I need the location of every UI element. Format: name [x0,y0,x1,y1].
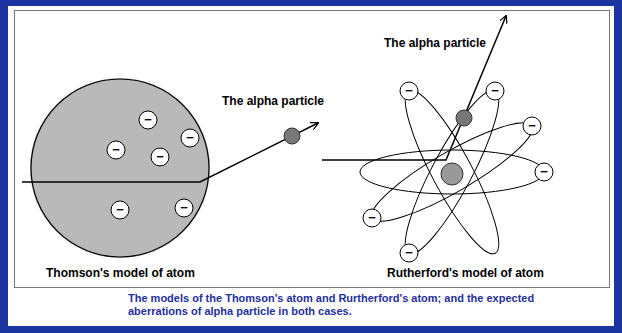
alpha-particle [284,128,300,144]
orbits [360,81,544,262]
electron-sign: − [522,116,542,136]
figure-caption: The models of the Thomson's atom and Rur… [128,292,590,318]
electron-sign: − [106,140,126,160]
alpha-particle [456,110,472,126]
electron-sign: − [399,81,419,101]
electron-sign: − [138,110,158,130]
frame [15,11,610,288]
circle-outline [30,78,210,258]
thomson-atom: Thomson's model of atom−−−−−− [30,78,210,258]
electron-sign: − [110,200,130,220]
electron-sign: − [180,128,200,148]
nucleus [441,163,463,185]
electron: − [399,243,419,263]
model-title: Rutherford's model of atom [387,266,544,280]
electron-sign: − [150,147,170,167]
electron: − [150,147,170,167]
white-panel [8,6,614,326]
electron: − [485,81,505,101]
electron-sign: − [362,208,382,228]
alpha-trajectory [322,16,506,160]
electron-sign: − [485,81,505,101]
electron: − [180,128,200,148]
alpha-trajectory [22,123,318,182]
electron-sign: − [174,198,194,218]
thomson-sphere [30,78,210,258]
model-title: Thomson's model of atom [46,266,195,280]
electron: − [106,140,126,160]
electron-sign: − [399,243,419,263]
electron-sign: − [534,162,554,182]
electron: − [174,198,194,218]
electron: − [522,116,542,136]
electron: − [138,110,158,130]
electron: − [534,162,554,182]
electron: − [362,208,382,228]
electron: − [110,200,130,220]
electron: − [399,81,419,101]
particle-label: The alpha particle [222,94,324,108]
particle-label: The alpha particle [384,36,486,50]
